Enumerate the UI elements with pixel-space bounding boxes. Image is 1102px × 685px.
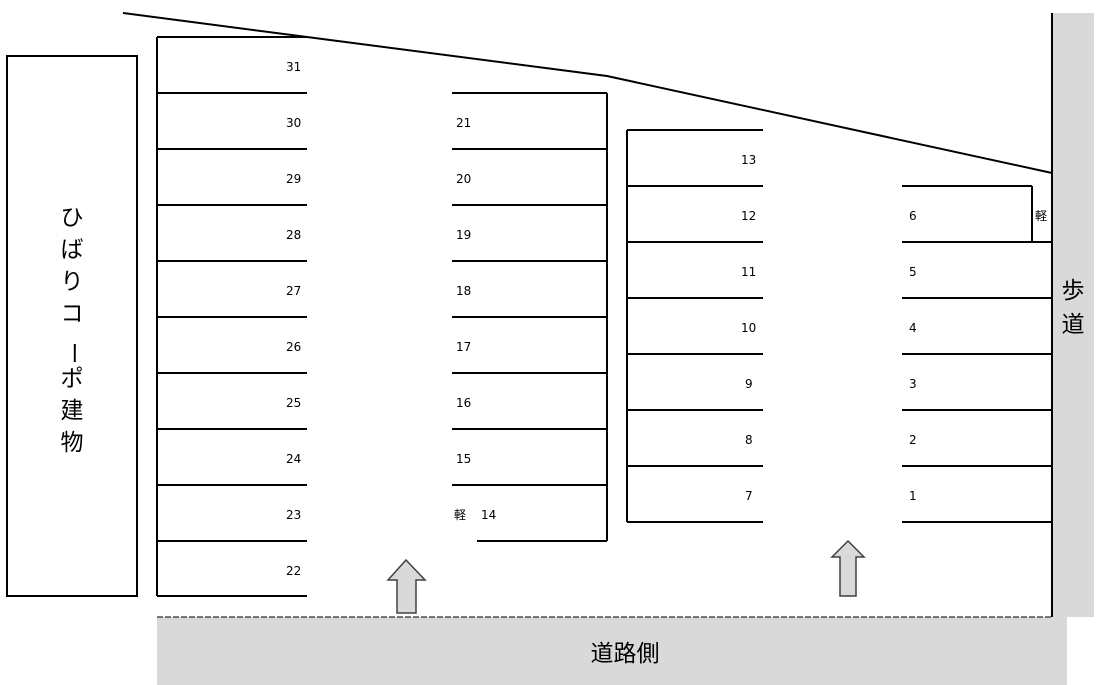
column-d: 6 軽 5 4 3 2 1 [902,185,1052,523]
space-number: 3 [909,377,917,391]
building-label-char-5: ー [59,342,85,365]
space-number: 21 [456,116,471,130]
space-number: 26 [286,340,301,354]
sidewalk-label-char-2: 道 [1062,312,1085,338]
building-label-char-2: ば [61,237,84,263]
space-number: 20 [456,172,471,186]
space-number: 28 [286,228,301,242]
building-label-char-4: コ [61,301,84,327]
entrance-arrow-icon [830,539,866,597]
space-number: 17 [456,340,471,354]
building-label-char-8: 物 [61,430,84,456]
space-number: 30 [286,116,301,130]
space-number: 14 [481,508,496,522]
sidewalk-label-char-1: 歩 [1062,278,1085,304]
space-number: 11 [741,265,756,279]
space-number: 8 [745,433,753,447]
space-number: 18 [456,284,471,298]
space-number: 16 [456,396,471,410]
space-number: 5 [909,265,917,279]
building-label-char-1: ひ [61,205,84,231]
sidewalk-area [1052,13,1094,617]
space-number: 22 [286,564,301,578]
space-number: 4 [909,321,917,335]
space-number: 27 [286,284,301,298]
space-number: 13 [741,153,756,167]
column-c: 13 12 11 10 9 8 7 [626,129,763,523]
kei-marker: 軽 [454,508,466,522]
building-outline [6,55,138,597]
road-label: 道路側 [591,641,660,667]
space-number: 25 [286,396,301,410]
column-a: 31 30 29 28 27 26 25 24 23 22 [156,36,307,597]
space-number: 15 [456,452,471,466]
space-number: 6 [909,209,917,223]
space-number: 31 [286,60,301,74]
space-number: 19 [456,228,471,242]
space-number: 9 [745,377,753,391]
space-number: 29 [286,172,301,186]
space-number: 7 [745,489,753,503]
space-number: 2 [909,433,917,447]
lot-boundary-line [122,12,1053,174]
space-number: 23 [286,508,301,522]
space-number: 10 [741,321,756,335]
kei-marker: 軽 [1035,209,1047,223]
building-label-char-6: ポ [61,366,84,392]
road-area [157,617,1067,685]
column-b: 21 20 19 18 17 16 15 軽 14 [452,92,608,542]
entrance-arrow-icon [386,558,427,614]
space-number: 1 [909,489,917,503]
space-number: 12 [741,209,756,223]
building-label: ひ ば り コ ー ポ 建 物 [59,205,85,456]
building-label-char-7: 建 [61,398,84,424]
space-number: 24 [286,452,301,466]
building-label-char-3: り [61,269,84,295]
